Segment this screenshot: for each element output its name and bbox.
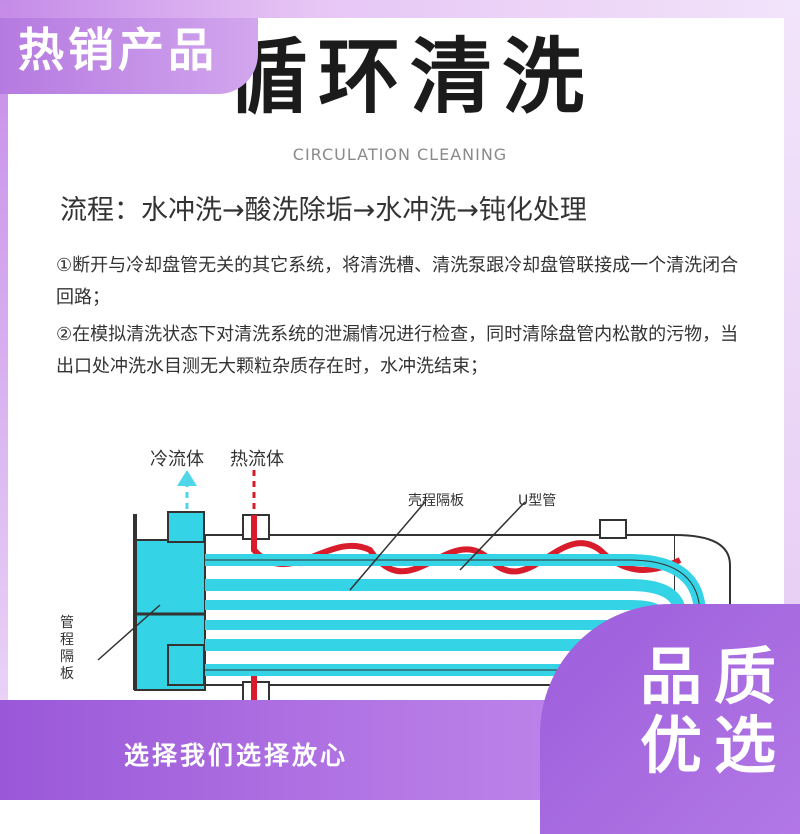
bottom-nozzle-left bbox=[167, 644, 205, 686]
slogan: 选择我们选择放心 bbox=[124, 741, 349, 770]
quality-badge-line-1: 品质 bbox=[640, 640, 789, 713]
tube-baffle-label: 管程隔板 bbox=[60, 615, 74, 682]
cold-nozzle bbox=[167, 511, 205, 543]
quality-badge bbox=[540, 604, 800, 834]
frame-right bbox=[784, 0, 800, 700]
right-nozzle bbox=[599, 519, 627, 539]
u-tube-leader bbox=[459, 501, 526, 571]
frame-left bbox=[0, 0, 8, 700]
cold-fluid-label: 冷流体 bbox=[150, 449, 204, 470]
tube-baffle-leader bbox=[97, 604, 161, 661]
process-flow: 流程：水冲洗→酸洗除垢→水冲洗→钝化处理 bbox=[60, 195, 587, 226]
hot-products-badge: 热销产品 bbox=[0, 18, 258, 94]
cold-flow-arrowhead bbox=[177, 470, 197, 486]
hot-fluid-label: 热流体 bbox=[230, 449, 284, 470]
frame-top bbox=[0, 0, 800, 18]
page-subtitle: CIRCULATION CLEANING bbox=[292, 145, 508, 164]
quality-badge-line-2: 优选 bbox=[640, 709, 789, 782]
shell-baffle-leader bbox=[349, 501, 426, 591]
u-tube-label: U型管 bbox=[518, 493, 557, 509]
step-2-text: ②在模拟清洗状态下对清洗系统的泄漏情况进行检查，同时清除盘管内松散的污物，当出口… bbox=[56, 324, 739, 377]
step-1-text: ①断开与冷却盘管无关的其它系统，将清洗槽、清洗泵跟冷却盘管联接成一个清洗闭合回路… bbox=[56, 255, 739, 308]
shell-baffle-label: 壳程隔板 bbox=[408, 493, 464, 509]
page-title: 循环清洗 bbox=[225, 30, 594, 125]
